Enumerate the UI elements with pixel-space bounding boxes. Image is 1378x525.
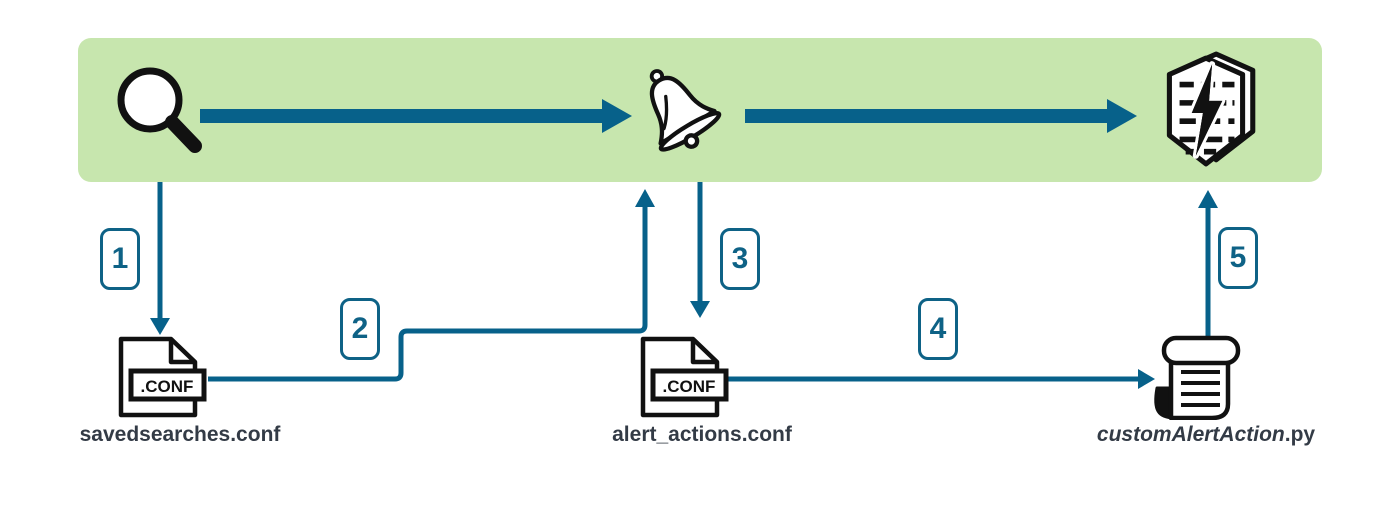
file-label-text: savedsearches.conf — [79, 423, 281, 446]
pipeline-arrow-bell-to-log — [745, 99, 1137, 133]
script-name-text: customAlertAction — [1096, 423, 1285, 446]
file-label-savedsearches: savedsearches.conf — [80, 423, 281, 447]
arrow-step-2 — [208, 189, 655, 382]
arrow-step-4 — [722, 369, 1155, 389]
script-extension-text: .py — [1284, 423, 1316, 446]
step-badge-5: 5 — [1218, 227, 1258, 289]
step-badge-4: 4 — [918, 298, 958, 360]
pipeline-arrow-search-to-bell — [200, 99, 632, 133]
step-badge-1: 1 — [100, 228, 140, 290]
event-log-icon — [1155, 50, 1257, 172]
step-badge-3: 3 — [720, 228, 760, 290]
conf-badge-text: .CONF — [141, 377, 194, 396]
bell-icon — [630, 58, 726, 158]
step-number-4: 4 — [929, 312, 947, 345]
file-label-alert-actions: alert_actions.conf — [612, 423, 792, 447]
search-icon — [112, 64, 206, 158]
python-script-icon — [1148, 334, 1243, 420]
step-number-3: 3 — [731, 242, 749, 275]
arrow-step-1 — [150, 182, 170, 335]
step-number-5: 5 — [1229, 241, 1247, 274]
conf-file-icon-savedsearches: .CONF — [114, 334, 210, 420]
file-label-text: alert_actions.conf — [612, 423, 792, 446]
file-label-script: customAlertAction.py — [1097, 423, 1315, 447]
conf-badge-text: .CONF — [663, 377, 716, 396]
step-number-2: 2 — [351, 312, 369, 345]
arrow-step-5 — [1198, 190, 1218, 338]
conf-file-icon-alert-actions: .CONF — [636, 334, 732, 420]
arrow-step-3 — [690, 182, 710, 318]
step-number-1: 1 — [111, 242, 129, 275]
step-badge-2: 2 — [340, 298, 380, 360]
